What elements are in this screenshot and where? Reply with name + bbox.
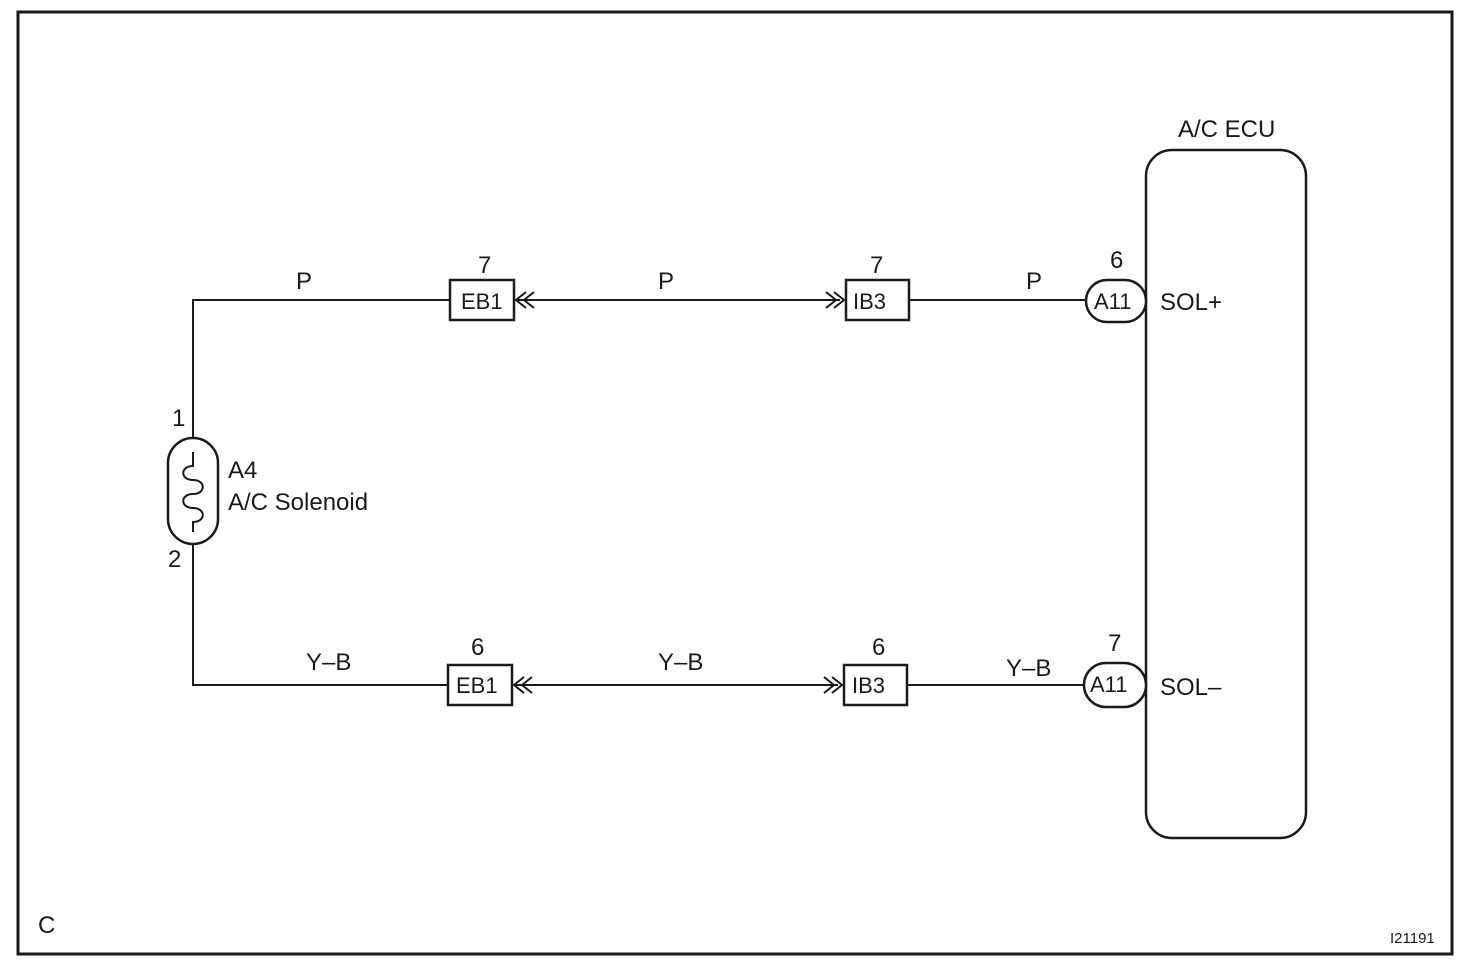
solenoid-pin-top: 1 [172, 405, 185, 432]
diagram-frame [16, 10, 1454, 956]
solenoid-body [166, 436, 220, 546]
ecu-block [1144, 148, 1308, 840]
bottom-connector-ib3-pin: 6 [872, 634, 885, 661]
bottom-ecu-connector-a11 [1082, 661, 1148, 709]
bottom-ecu-connector-a11-code: A11 [1090, 672, 1128, 697]
ecu-terminal-sol-minus: SOL– [1160, 674, 1222, 701]
bottom-wire-color-1: Y–B [306, 649, 351, 676]
solenoid-wire-top [192, 299, 450, 440]
top-ecu-connector-a11-pin: 6 [1110, 247, 1123, 274]
solenoid-code: A4 [228, 457, 257, 484]
top-ecu-connector-a11-code: A11 [1094, 289, 1132, 314]
top-ecu-connector-a11 [1084, 278, 1148, 324]
bottom-wire-color-2: Y–B [658, 649, 703, 676]
ecu-terminal-sol-plus: SOL+ [1160, 289, 1222, 316]
bottom-connector-eb1-code: EB1 [456, 673, 498, 698]
solenoid-pin-bottom: 2 [168, 546, 181, 573]
top-wire-color-2: P [658, 268, 674, 295]
bottom-connector-ib3 [842, 663, 909, 707]
top-connector-eb1-code: EB1 [461, 289, 503, 314]
figure-id: I21191 [1390, 930, 1435, 947]
top-wire-color-3: P [1026, 268, 1042, 295]
top-connector-eb1-pin: 7 [478, 252, 491, 279]
top-connector-eb1 [448, 278, 516, 322]
top-connector-ib3 [844, 278, 911, 322]
solenoid-coil-icon [182, 452, 204, 532]
corner-letter: C [38, 912, 55, 939]
bottom-connector-eb1-pin: 6 [471, 634, 484, 661]
top-connector-ib3-pin: 7 [870, 252, 883, 279]
bottom-ib3-chevron-icon [823, 676, 844, 694]
bottom-connector-ib3-code: IB3 [852, 673, 885, 698]
bottom-ecu-connector-a11-pin: 7 [1108, 630, 1121, 657]
top-connector-ib3-code: IB3 [853, 289, 886, 314]
top-ib3-chevron-icon [825, 291, 846, 309]
bottom-connector-eb1 [446, 663, 514, 707]
solenoid-wire-bottom [192, 543, 448, 686]
top-wire-color-1: P [296, 268, 312, 295]
solenoid-name: A/C Solenoid [228, 489, 368, 516]
ecu-title: A/C ECU [1178, 116, 1275, 143]
bottom-wire-color-3: Y–B [1006, 655, 1051, 682]
